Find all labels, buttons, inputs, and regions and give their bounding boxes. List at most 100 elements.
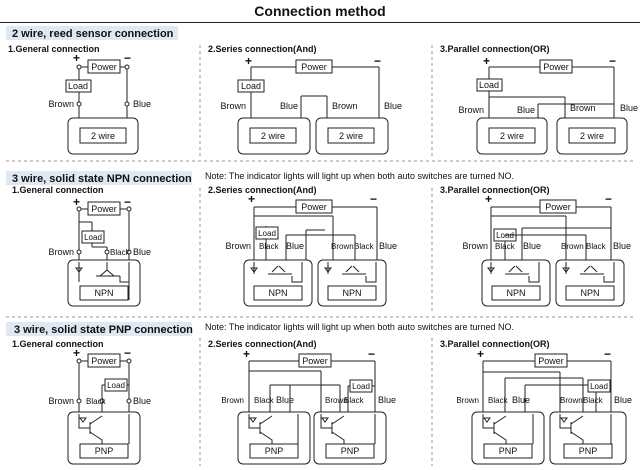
panel-reed-series: 2.Series connection(And) + − Power Load … xyxy=(208,44,402,155)
plus-terminal: + xyxy=(483,54,490,68)
panel-title: 2.Series connection(And) xyxy=(208,44,317,54)
switch-label: PNP xyxy=(579,446,598,456)
wire-label-blue: Blue xyxy=(379,241,397,251)
wire-label-black: Black xyxy=(86,397,107,406)
terminal-dot xyxy=(124,101,130,107)
plus-terminal: + xyxy=(73,346,80,360)
minus-terminal: − xyxy=(124,51,131,65)
wire-label-brown: Brown xyxy=(456,396,479,405)
plus-terminal: + xyxy=(73,195,80,209)
switch-label-box xyxy=(79,443,129,459)
power-box xyxy=(87,59,121,74)
power-label: Power xyxy=(91,356,117,366)
panel-title: 1.General connection xyxy=(12,339,104,349)
panel-title: 3.Parallel connection(OR) xyxy=(440,339,550,349)
terminal-dot xyxy=(76,358,82,364)
panel-title: 2.Series connection(And) xyxy=(208,339,317,349)
panel-pnp-series: 2.Series connection(And) + − Power Load … xyxy=(208,339,396,465)
load-label: Load xyxy=(241,81,261,91)
switch-label-box xyxy=(483,443,533,459)
diode-symbol xyxy=(487,267,495,273)
plus-terminal: + xyxy=(245,54,252,68)
wire-label-blue: Blue xyxy=(512,395,530,405)
switch-label: NPN xyxy=(268,288,287,298)
wire-label-brown: Brown xyxy=(561,242,584,251)
diode-symbol xyxy=(321,417,329,423)
switch-label-box xyxy=(79,285,129,301)
switch-label-box xyxy=(568,127,616,144)
note-text: Note: The indicator lights will light up… xyxy=(205,171,514,181)
switch-label-box xyxy=(491,285,541,301)
panel-reed-parallel: 3.Parallel connection(OR) + − Power Load… xyxy=(440,44,638,155)
terminal-dot xyxy=(126,249,132,255)
note-text: Note: The indicator lights will light up… xyxy=(205,322,514,332)
switch-label: 2 wire xyxy=(500,131,524,141)
minus-terminal: − xyxy=(604,347,611,361)
power-box xyxy=(539,59,573,74)
switch-label-box xyxy=(565,285,615,301)
wire-label-blue: Blue xyxy=(517,105,535,115)
wire-label-brown: Brown xyxy=(225,241,251,251)
diode-symbol xyxy=(79,417,87,423)
power-box xyxy=(295,199,333,214)
switch-label-box xyxy=(249,127,297,144)
power-label: Power xyxy=(543,62,569,72)
panel-title: 1.General connection xyxy=(12,185,104,195)
switch-label: PNP xyxy=(265,446,284,456)
minus-terminal: − xyxy=(605,192,612,206)
wire-label-brown: Brown xyxy=(570,103,596,113)
power-label: Power xyxy=(301,202,327,212)
load-label: Load xyxy=(479,80,499,90)
power-box xyxy=(298,353,332,368)
terminal-dot xyxy=(76,206,82,212)
panel-title: 3.Parallel connection(OR) xyxy=(440,44,550,54)
wire-label-black: Black xyxy=(583,396,604,405)
panel-title: 3.Parallel connection(OR) xyxy=(440,185,550,195)
minus-terminal: − xyxy=(124,346,131,360)
transistor-symbol xyxy=(320,414,376,444)
diode-symbol xyxy=(562,267,570,273)
terminal-dot xyxy=(76,101,82,107)
switch-label: NPN xyxy=(94,288,113,298)
plus-terminal: + xyxy=(243,347,250,361)
wire-label-blue: Blue xyxy=(378,395,396,405)
transistor-symbol xyxy=(559,414,612,444)
power-label: Power xyxy=(538,356,564,366)
switch-label-box xyxy=(563,443,613,459)
wire-label-black: Black xyxy=(488,396,509,405)
wire-label-black: Black xyxy=(254,396,275,405)
wire-label-black: Black xyxy=(495,242,516,251)
wire-label-brown: Brown xyxy=(325,396,348,405)
wire-label-black: Black xyxy=(354,242,375,251)
diode-symbol xyxy=(324,267,332,273)
terminal-dot xyxy=(124,64,130,70)
panel-npn-general: 1.General connection + − Power Load Brow… xyxy=(12,185,151,307)
wire-label-brown: Brown xyxy=(560,396,583,405)
load-box xyxy=(255,226,279,240)
wire-label-black: Black xyxy=(110,248,131,257)
diode-symbol xyxy=(560,417,568,423)
section-band-pnp xyxy=(6,322,192,336)
load-label: Load xyxy=(590,382,608,391)
load-label: Load xyxy=(352,382,370,391)
switch-label-box xyxy=(253,285,303,301)
plus-terminal: + xyxy=(485,192,492,206)
switch-label-box xyxy=(488,127,536,144)
section-heading-reed: 2 wire, reed sensor connection xyxy=(12,28,174,40)
wire-label-brown: Brown xyxy=(48,247,74,257)
minus-terminal: − xyxy=(368,347,375,361)
load-box xyxy=(81,230,105,244)
wire-label-blue: Blue xyxy=(620,103,638,113)
section-band-reed xyxy=(6,26,178,40)
switch-label: PNP xyxy=(95,446,114,456)
switch-label: 2 wire xyxy=(580,131,604,141)
wire-label-brown: Brown xyxy=(332,101,358,111)
wire-label-blue: Blue xyxy=(280,101,298,111)
minus-terminal: − xyxy=(374,54,381,68)
terminal-dot xyxy=(126,358,132,364)
panel-npn-series: 2.Series connection(And) + − Power Load … xyxy=(208,185,397,307)
power-box xyxy=(295,59,333,74)
power-label: Power xyxy=(545,202,571,212)
terminal-dot xyxy=(99,398,105,404)
wire-label-brown: Brown xyxy=(462,241,488,251)
